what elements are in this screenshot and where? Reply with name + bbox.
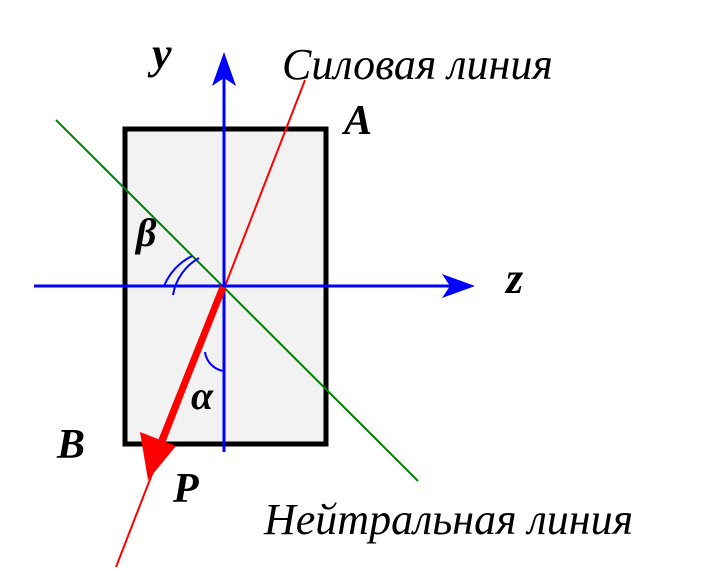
angle-beta-label: β xyxy=(134,210,157,255)
z-axis-label: z xyxy=(504,254,523,303)
force-arrow-head xyxy=(140,432,176,480)
angle-alpha-arc xyxy=(204,351,225,372)
neutral-line-label: Нейтральная линия xyxy=(263,495,633,544)
neutral-line xyxy=(55,119,419,482)
force-p-label: P xyxy=(172,466,199,512)
corner-b-label: B xyxy=(56,422,85,468)
force-arrow-shaft xyxy=(156,285,227,447)
angle-alpha-label: α xyxy=(191,373,214,418)
corner-a-label: A xyxy=(341,98,372,144)
angle-beta-arc-outer xyxy=(172,257,200,296)
z-axis-arrowhead xyxy=(442,274,475,298)
y-axis-label: y xyxy=(147,29,172,78)
y-axis-arrowhead xyxy=(212,52,236,86)
angle-beta-arc-inner xyxy=(163,255,193,287)
force-line-label: Силовая линия xyxy=(282,40,553,89)
